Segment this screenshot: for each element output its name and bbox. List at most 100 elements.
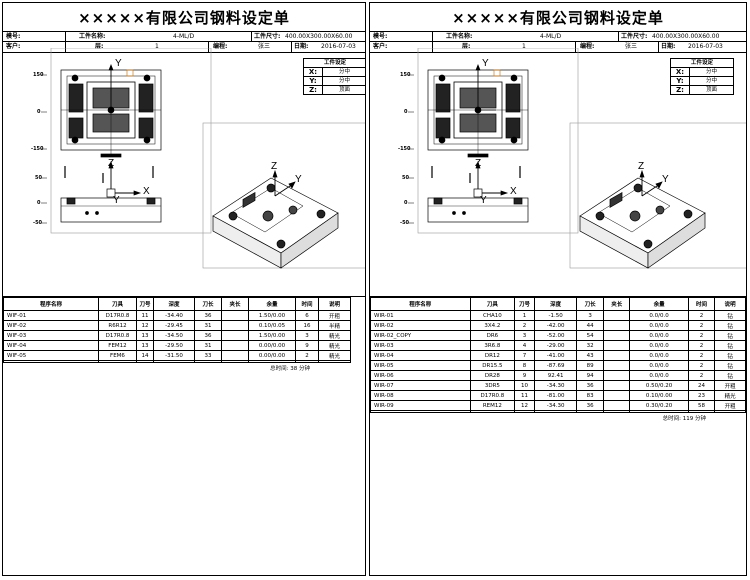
table-cell: DR15.5 <box>469 360 516 371</box>
table-cell: 23 <box>687 390 716 401</box>
table-cell: -29.50 <box>153 340 195 351</box>
table-cell: 钻 <box>714 330 746 341</box>
table-cell: 32 <box>576 340 604 351</box>
table-cell: DR6 <box>469 330 516 341</box>
column-header: 刀号 <box>514 297 535 311</box>
table-cell: 钻 <box>714 350 746 361</box>
table-cell: 0.0/0.0 <box>629 310 689 321</box>
table-cell: D17R0.8 <box>469 390 516 401</box>
table-cell: -1.50 <box>533 310 578 321</box>
table-cell: -41.00 <box>533 350 578 361</box>
layer-label: 层: <box>95 43 104 50</box>
table-cell: 0.0/0.0 <box>629 330 689 341</box>
table-cell: 9 <box>295 340 319 351</box>
table-cell: 钻 <box>714 360 746 371</box>
table-cell <box>602 390 631 401</box>
isometric-view <box>212 169 339 269</box>
customer-label: 客户: <box>6 43 21 50</box>
date-value: 2016-07-03 <box>321 43 356 50</box>
column-header: 时间 <box>687 297 716 311</box>
table-cell: D17R0.8 <box>98 330 137 341</box>
part-name-value: 4-ML/D <box>540 33 562 40</box>
table-cell: 94 <box>576 370 604 381</box>
table-cell <box>602 330 631 341</box>
table-cell: 1.50/0.00 <box>248 330 296 341</box>
header-row-1: 模号: 工件名称: 4-ML/D 工件尺寸: 400.00X300.00X60.… <box>370 31 746 42</box>
column-header: 刀长 <box>194 297 222 311</box>
total-time: 总时间: 38 分钟 <box>270 364 310 372</box>
table-cell: 3X4.2 <box>469 320 516 331</box>
layer-value: 1 <box>155 43 159 50</box>
front-x-axis-letter: X <box>510 186 517 197</box>
top-view <box>427 64 529 158</box>
tick-label: 0 <box>404 109 408 115</box>
tick-label: 0 <box>37 109 41 115</box>
setup-sheet-left: ×××××有限公司钢料设定单 模号: 工件名称: 4-ML/D 工件尺寸: 40… <box>2 2 366 576</box>
table-cell: DR12 <box>469 350 516 361</box>
table-cell: 36 <box>576 400 604 411</box>
table-cell: 58 <box>687 400 716 411</box>
table-cell: 12 <box>136 320 154 331</box>
table-cell: 11 <box>136 310 154 321</box>
table-cell: WIR-07 <box>370 380 471 391</box>
model-label: 模号: <box>373 33 388 40</box>
table-cell: 13 <box>136 340 154 351</box>
table-cell: 3 <box>514 330 535 341</box>
iso-y-axis-letter: Y <box>295 174 302 185</box>
column-header: 刀具 <box>98 297 137 311</box>
table-cell: 89 <box>576 360 604 371</box>
table-cell: WIR-09 <box>370 400 471 411</box>
table-cell <box>602 380 631 391</box>
table-cell <box>602 320 631 331</box>
setup-direction: 分中 <box>338 78 350 84</box>
iso-frame <box>202 122 365 269</box>
header-row-2: 客户: 层: 1 编程: 张三 日期: 2016-07-03 <box>370 41 746 53</box>
date-label: 日期: <box>294 43 309 50</box>
setup-axis: Z: <box>671 86 690 94</box>
setup-caption: 工件设定 <box>671 59 733 68</box>
table-cell: -87.69 <box>533 360 578 371</box>
part-size-value: 400.00X300.00X60.00 <box>285 33 353 40</box>
sheet-title: ×××××有限公司钢料设定单 <box>452 9 664 27</box>
table-cell: 4 <box>514 340 535 351</box>
top-y-axis-letter: Y <box>482 58 489 69</box>
tick-label: -150 <box>398 146 411 152</box>
table-cell: R6R12 <box>98 320 137 331</box>
table-cell: 16 <box>295 320 319 331</box>
drawing-frame <box>417 48 579 234</box>
table-cell: WIR-03 <box>370 340 471 351</box>
table-cell: 2 <box>295 350 319 361</box>
front-z-axis-letter: Z <box>108 158 114 169</box>
table-cell: 14 <box>136 350 154 361</box>
table-cell: -34.50 <box>153 330 195 341</box>
table-cell: REM12 <box>469 400 516 411</box>
front-x-axis-letter: X <box>143 186 150 197</box>
table-cell: FEM6 <box>98 350 137 361</box>
table-cell <box>602 350 631 361</box>
header-row-2: 客户: 层: 1 编程: 张三 日期: 2016-07-03 <box>3 41 365 53</box>
table-cell: 2 <box>687 320 716 331</box>
table-cell: 0.30/0.20 <box>629 400 689 411</box>
table-cell: WIF-01 <box>3 310 99 321</box>
table-cell: 0.00/0.00 <box>248 340 296 351</box>
table-cell: WIR-02_COPY <box>370 330 471 341</box>
table-cell: 2 <box>687 340 716 351</box>
table-cell <box>221 310 249 321</box>
table-cell: 半精 <box>318 320 351 331</box>
setup-axis: X: <box>671 68 690 76</box>
table-cell: 开粗 <box>714 400 746 411</box>
part-name-label: 工件名称: <box>79 33 106 40</box>
setup-axis: Y: <box>304 77 323 85</box>
table-cell: WIF-05 <box>3 350 99 361</box>
table-cell: 2 <box>687 360 716 371</box>
setup-direction: 分中 <box>705 69 717 75</box>
column-header: 刀长 <box>576 297 604 311</box>
column-header: 夹长 <box>602 297 631 311</box>
table-cell: 0.10/0.00 <box>629 390 689 401</box>
table-cell: 11 <box>514 390 535 401</box>
